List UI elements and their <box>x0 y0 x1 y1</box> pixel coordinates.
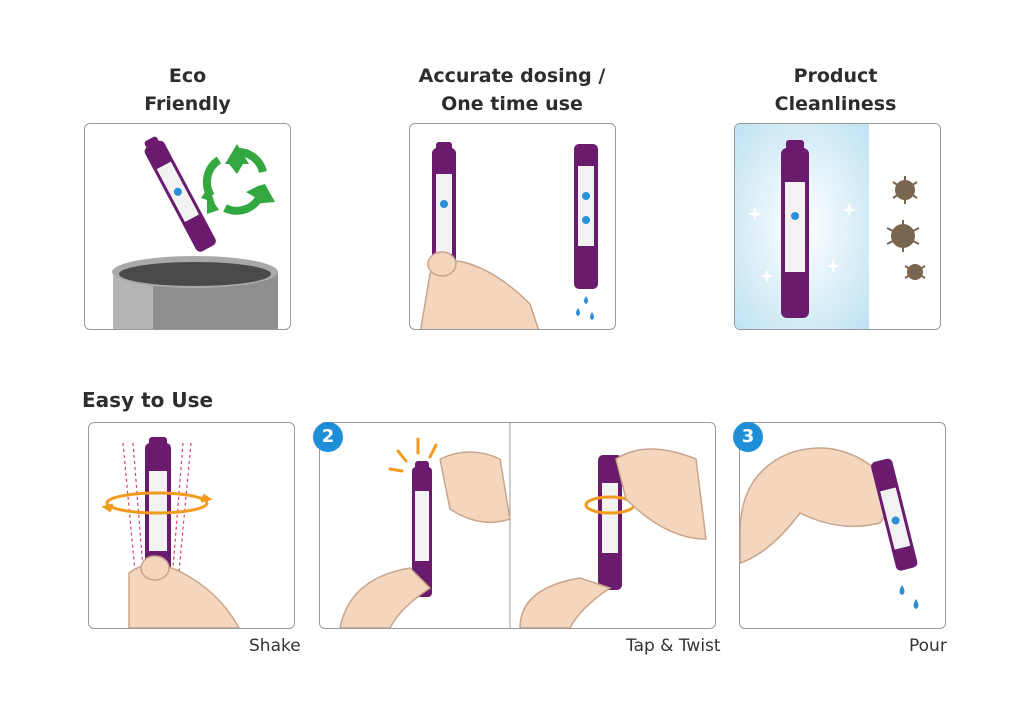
shake-caption: Shake <box>249 636 301 656</box>
vial-icon <box>781 140 809 318</box>
tap-lines <box>388 437 438 473</box>
eco-friendly-title: Eco Friendly <box>144 65 231 115</box>
hand-icon <box>339 451 511 628</box>
germ-icon <box>886 176 926 280</box>
vial-icon <box>412 461 432 597</box>
rotate-arrow-icon <box>101 491 213 515</box>
trash-bin-icon <box>112 256 278 329</box>
step-3-badge: 3 <box>733 422 763 452</box>
motion-lines <box>122 442 192 594</box>
pour-caption: Pour <box>909 636 947 656</box>
vial-icon <box>574 144 598 289</box>
hand-icon <box>519 448 707 628</box>
tap-twist-panel <box>319 422 716 629</box>
vial-icon <box>871 458 918 571</box>
eco-friendly-panel <box>84 123 291 330</box>
tap-twist-caption: Tap & Twist <box>626 636 721 656</box>
accurate-dosing-panel <box>409 123 616 330</box>
product-cleanliness-panel <box>734 123 941 330</box>
hand-icon <box>420 251 540 329</box>
product-cleanliness-title: Product Cleanliness <box>774 65 897 115</box>
easy-to-use-heading: Easy to Use <box>82 388 214 412</box>
pour-panel <box>739 422 946 629</box>
shake-panel <box>88 422 295 629</box>
vial-icon <box>598 455 622 590</box>
vial-icon <box>145 437 171 593</box>
recycle-icon <box>201 144 275 215</box>
accurate-dosing-title: Accurate dosing / One time use <box>418 65 606 115</box>
drop-icon <box>576 296 594 320</box>
hand-icon <box>128 555 240 628</box>
step-2-badge: 2 <box>313 422 343 452</box>
sparkle-icon <box>746 201 858 285</box>
drop-icon <box>899 585 919 609</box>
vial-icon <box>144 136 216 252</box>
